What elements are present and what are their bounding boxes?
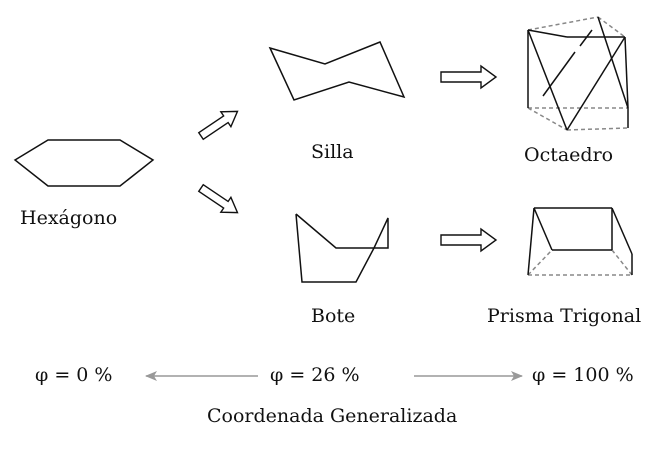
octahedron-shape [527,16,629,131]
label-boat: Bote [311,305,356,327]
scale-phi-0: φ = 0 % [35,364,113,386]
boat-shape [295,213,389,283]
scale-phi-100: φ = 100 % [532,364,634,386]
arrow-to-boat-icon [197,183,239,214]
arrow-to-chair-icon [197,110,239,141]
label-trigonal-prism: Prisma Trigonal [487,305,642,327]
scale-phi-26: φ = 26 % [270,364,360,386]
label-chair: Silla [311,141,354,163]
arrow-chair-to-octahedron-icon [440,64,498,90]
trigonal-prism-shape [527,207,633,276]
scale-axis-label: Coordenada Generalizada [207,405,458,427]
arrow-boat-to-prism-icon [440,227,498,253]
hexagon-shape [13,139,155,187]
chair-shape [268,41,406,101]
label-octahedron: Octaedro [524,144,614,166]
label-hexagon: Hexágono [20,207,118,229]
